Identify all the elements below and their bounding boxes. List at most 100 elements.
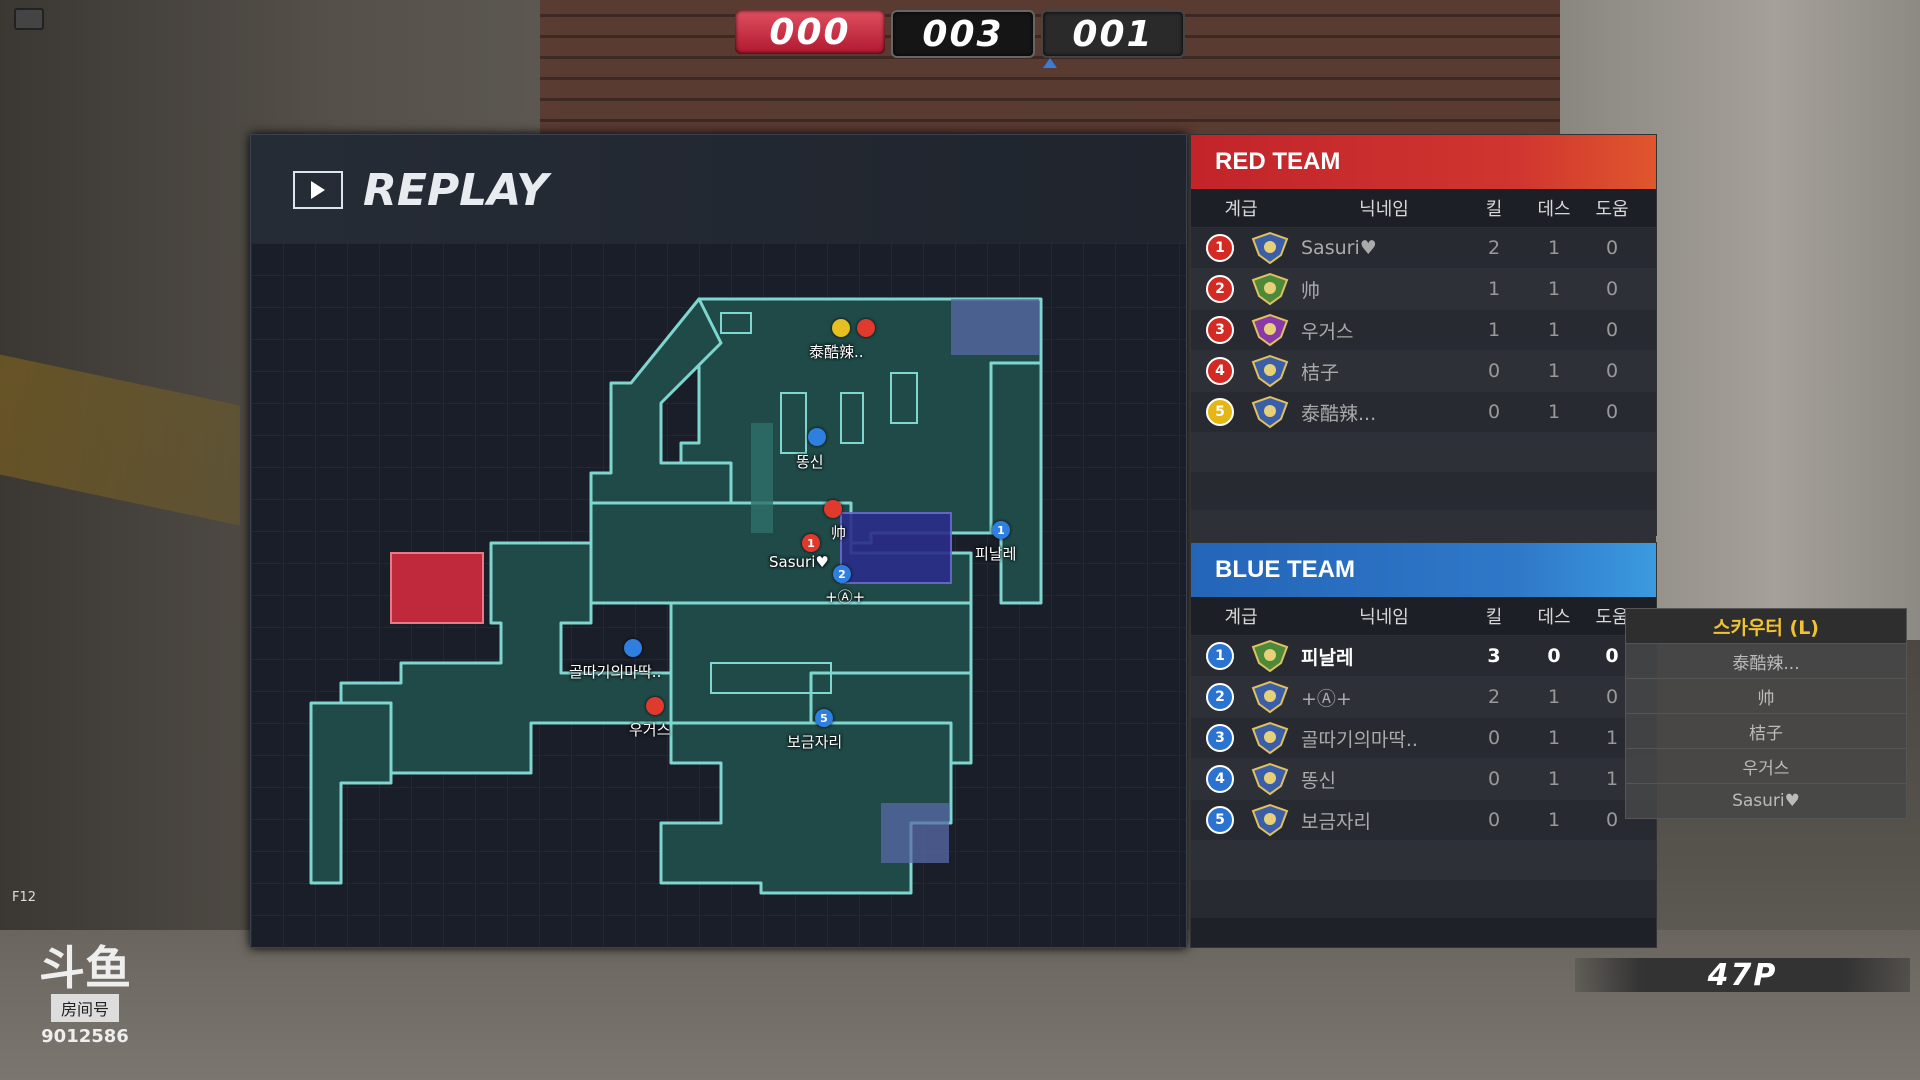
player-kills: 2 <box>1487 686 1501 708</box>
player-row[interactable]: 3 우거스 1 1 0 <box>1191 309 1656 350</box>
player-name: 골따기의마딱.. <box>1301 728 1418 751</box>
player-deaths: 1 <box>1547 768 1561 790</box>
player-assists: 0 <box>1605 645 1619 667</box>
map-player-label: 보금자리 <box>787 733 843 751</box>
rank-badge: 4 <box>1206 765 1234 793</box>
douyu-logo: 斗鱼 <box>39 941 131 995</box>
col-kills: 킬 <box>1485 199 1503 220</box>
player-row[interactable]: 2 +Ⓐ+ 2 1 0 <box>1191 676 1656 717</box>
blue-team-title: BLUE TEAM <box>1191 543 1656 597</box>
map-player-label: 우거스 <box>629 721 671 739</box>
camera-icon <box>14 8 44 30</box>
scouter-title[interactable]: 스카우터 (L) <box>1625 608 1907 644</box>
rank-badge: 2 <box>1206 275 1234 303</box>
scouter-item[interactable]: 帅 <box>1625 679 1907 714</box>
map-player-label: 帅 <box>831 524 847 542</box>
col-deaths: 데스 <box>1537 199 1571 220</box>
player-row[interactable]: 3 골따기의마딱.. 0 1 1 <box>1191 717 1656 758</box>
map-layout <box>309 297 1043 895</box>
rank-badge: 1 <box>1206 234 1234 262</box>
empty-row <box>1191 840 1656 879</box>
score-bar: 000 003 001 <box>735 10 1185 58</box>
player-kills: 0 <box>1487 401 1501 423</box>
player-row[interactable]: 4 桔子 0 1 0 <box>1191 350 1656 391</box>
rank-emblem-icon <box>1251 395 1289 429</box>
player-assists: 0 <box>1605 360 1619 382</box>
rank-emblem-icon <box>1251 639 1289 673</box>
red-team-title: RED TEAM <box>1191 135 1656 189</box>
room-number: 9012586 <box>41 1026 129 1047</box>
player-kills: 0 <box>1487 360 1501 382</box>
rank-emblem-icon <box>1251 354 1289 388</box>
col-nickname: 닉네임 <box>1359 607 1409 628</box>
col-assists: 도움 <box>1595 607 1629 628</box>
empty-row <box>1191 432 1656 471</box>
scouter-item[interactable]: 우거스 <box>1625 749 1907 784</box>
map-player-label: 똥신 <box>796 453 824 471</box>
col-kills: 킬 <box>1485 607 1503 628</box>
player-name: 피날레 <box>1301 646 1354 669</box>
player-name: 泰酷辣... <box>1301 402 1377 425</box>
player-row[interactable]: 5 泰酷辣... 0 1 0 <box>1191 391 1656 432</box>
replay-panel: REPLAY <box>250 134 1187 948</box>
player-row[interactable]: 1 Sasuri♥ 2 1 0 <box>1191 227 1656 268</box>
play-button[interactable] <box>293 171 343 209</box>
player-assists: 0 <box>1605 237 1619 259</box>
player-row[interactable]: 2 帅 1 1 0 <box>1191 268 1656 309</box>
player-kills: 2 <box>1487 237 1501 259</box>
column-headers: 계급 닉네임 킬 데스 도움 <box>1191 597 1656 635</box>
player-deaths: 1 <box>1547 278 1561 300</box>
player-name: +Ⓐ+ <box>1301 687 1352 710</box>
col-rank: 계급 <box>1224 607 1258 628</box>
map-player-label: 피날레 <box>975 545 1017 563</box>
rank-badge: 4 <box>1206 357 1234 385</box>
rank-badge: 1 <box>1206 642 1234 670</box>
player-pin <box>646 697 664 715</box>
player-row[interactable]: 4 똥신 0 1 1 <box>1191 758 1656 799</box>
player-deaths: 1 <box>1547 237 1561 259</box>
rank-emblem-icon <box>1251 272 1289 306</box>
map-player-label: 골따기의마딱.. <box>569 663 662 681</box>
rank-badge: 2 <box>1206 683 1234 711</box>
player-assists: 0 <box>1605 809 1619 831</box>
key-hint: F12 <box>12 890 37 905</box>
direction-marker-icon <box>1043 58 1057 68</box>
red-score: 000 <box>735 10 885 54</box>
player-pin <box>808 428 826 446</box>
player-assists: 0 <box>1605 686 1619 708</box>
scouter-item[interactable]: 桔子 <box>1625 714 1907 749</box>
points-display: 47P <box>1575 958 1910 993</box>
player-name: 우거스 <box>1301 320 1354 343</box>
blue-team-scoreboard: BLUE TEAM 계급 닉네임 킬 데스 도움 1 피날레 3 0 0 2 +… <box>1190 542 1657 948</box>
player-kills: 3 <box>1487 645 1501 667</box>
player-pin <box>857 319 875 337</box>
player-pin <box>824 500 842 518</box>
player-pin: 5 <box>815 709 833 727</box>
player-pin: 1 <box>992 521 1010 539</box>
player-name: 똥신 <box>1301 769 1336 792</box>
scouter-item[interactable]: Sasuri♥ <box>1625 784 1907 819</box>
player-assists: 0 <box>1605 401 1619 423</box>
red-team-scoreboard: RED TEAM 계급 닉네임 킬 데스 도움 1 Sasuri♥ 2 1 0 … <box>1190 134 1657 549</box>
rank-emblem-icon <box>1251 313 1289 347</box>
player-assists: 1 <box>1605 768 1619 790</box>
player-row[interactable]: 5 보금자리 0 1 0 <box>1191 799 1656 840</box>
player-row[interactable]: 1 피날레 3 0 0 <box>1191 635 1656 676</box>
minimap[interactable]: 1 2 1 5 泰酷辣.. 똥신 帅 Sasuri♥ +Ⓐ+ 피날레 골따기의마… <box>251 243 1186 947</box>
player-pin: 2 <box>833 565 851 583</box>
replay-title: REPLAY <box>363 165 549 216</box>
scouter-item[interactable]: 泰酷辣... <box>1625 644 1907 679</box>
player-deaths: 0 <box>1547 645 1561 667</box>
rank-badge: 3 <box>1206 316 1234 344</box>
player-pin: 1 <box>802 534 820 552</box>
map-player-label: Sasuri♥ <box>769 553 829 571</box>
rank-emblem-icon <box>1251 680 1289 714</box>
player-deaths: 1 <box>1547 727 1561 749</box>
blue-team-rows: 1 피날레 3 0 0 2 +Ⓐ+ 2 1 0 3 골따기의마딱.. 0 1 1… <box>1191 635 1656 918</box>
col-rank: 계급 <box>1224 199 1258 220</box>
room-watermark: 斗鱼 房间号 9012586 <box>30 944 140 1047</box>
rank-emblem-icon <box>1251 803 1289 837</box>
player-name: 보금자리 <box>1301 810 1371 833</box>
empty-row <box>1191 879 1656 918</box>
rank-badge: 3 <box>1206 724 1234 752</box>
